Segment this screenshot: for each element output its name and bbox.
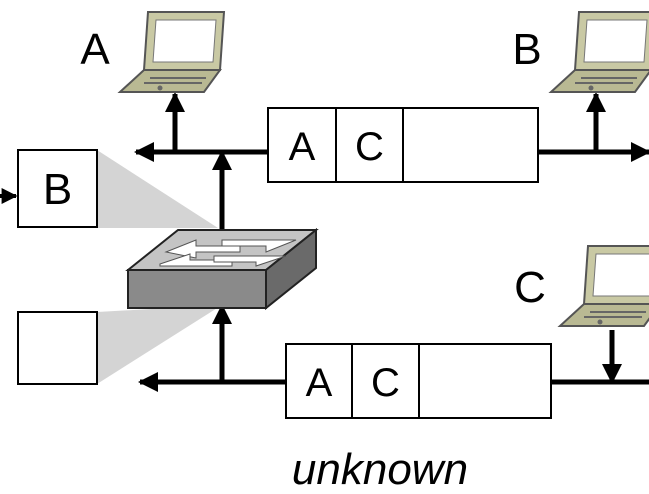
- frame-top-src: A: [289, 125, 316, 169]
- laptop-icon: [557, 245, 649, 327]
- laptop-icon: [548, 11, 649, 93]
- switch-table-entry-1: [17, 149, 98, 228]
- frame-top-dst: C: [355, 125, 384, 169]
- caption: unknown: [292, 445, 468, 494]
- frame-bottom: [285, 343, 552, 419]
- host-b-label: B: [512, 25, 541, 74]
- switch-table-entry-2: [17, 311, 98, 385]
- host-c-label: C: [514, 263, 546, 312]
- frame-bottom-src: A: [306, 361, 333, 405]
- frame-top: [267, 107, 539, 183]
- frame-bottom-dst: C: [371, 361, 400, 405]
- table-projection-bottom: [97, 305, 222, 384]
- table-projection-top: [97, 150, 218, 228]
- host-a-label: A: [80, 25, 110, 74]
- network-switch-icon: [125, 227, 319, 311]
- laptop-icon: [117, 11, 226, 93]
- switch-table-entry-1-label: B: [43, 165, 72, 214]
